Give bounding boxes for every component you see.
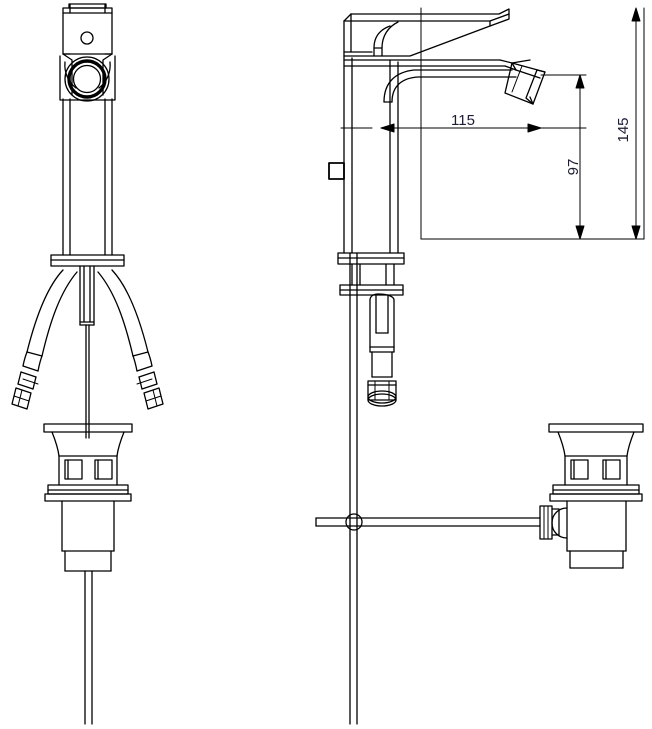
flexible-supply-hose-left (11, 269, 78, 410)
aerator-outlet (59, 31, 116, 102)
dimension-label-97: 97 (565, 159, 582, 176)
dimension-label-145: 145 (615, 117, 632, 142)
front-elevation-view (11, 3, 164, 725)
side-elevation-view (315, 8, 644, 725)
pop-up-waste-flange (43, 423, 133, 486)
pop-up-waste-side (548, 423, 644, 569)
mounting-stud (79, 265, 95, 439)
pop-up-pivot-rod (315, 505, 560, 540)
pop-up-waste-body (61, 500, 115, 572)
dimension-label-115: 115 (451, 112, 475, 129)
flexible-supply-hose-right (97, 269, 164, 410)
deck-mounting-washer (50, 254, 125, 267)
pop-up-lift-rod-front (84, 570, 93, 725)
dimension-annotations (340, 7, 645, 240)
body-side-tab (328, 162, 345, 180)
pop-up-waste-slots (64, 459, 113, 480)
faucet-body-column (62, 98, 113, 256)
pop-up-lift-rod-side (349, 252, 358, 725)
faucet-body-column-side (343, 55, 399, 254)
deck-mounting-washer-side (337, 252, 405, 296)
pop-up-waste-collar (44, 484, 132, 502)
dimension-115 (380, 123, 542, 133)
dimension-145 (631, 7, 641, 240)
under-deck-hose-side (367, 293, 397, 407)
dimension-97 (575, 74, 585, 240)
spout (343, 59, 546, 105)
lever-handle-side (343, 8, 510, 57)
